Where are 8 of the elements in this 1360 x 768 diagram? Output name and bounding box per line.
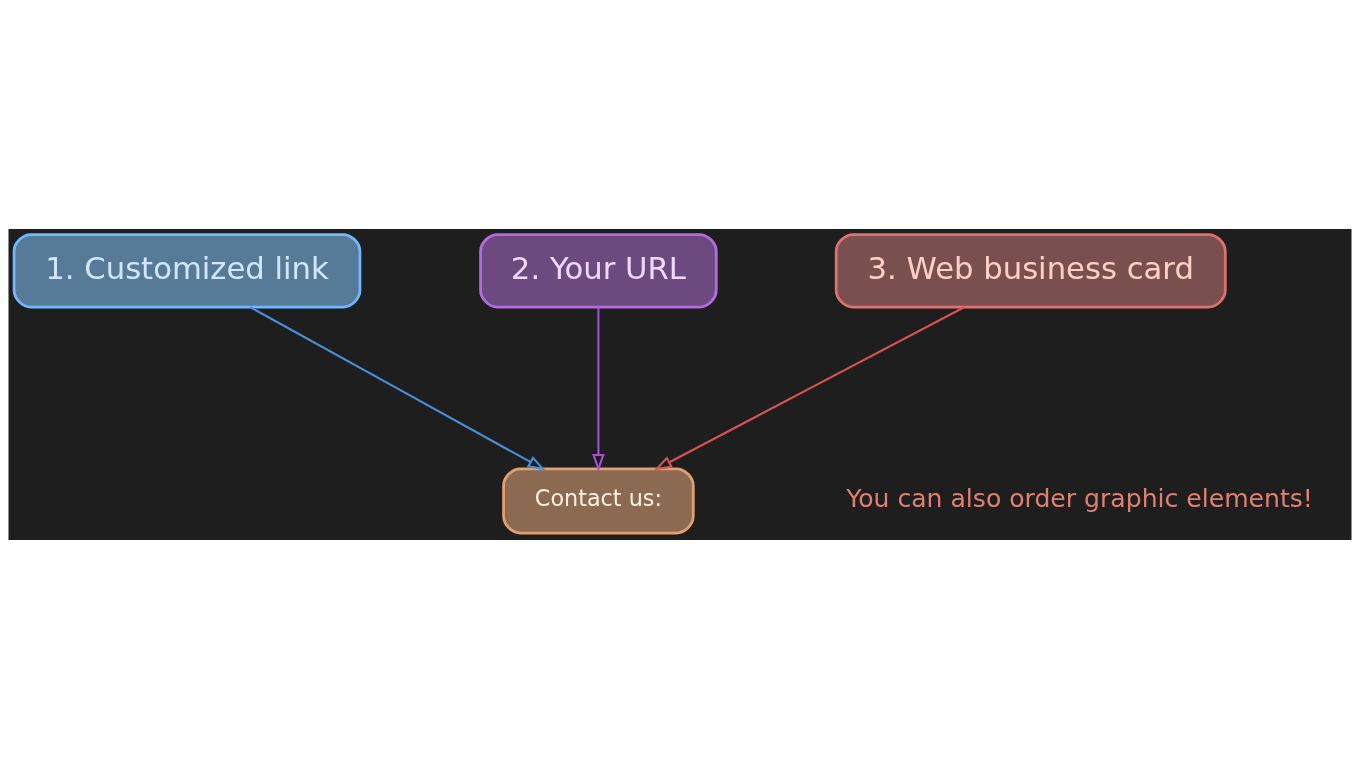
node-box: 1. Customized link	[12, 232, 362, 308]
label: You can also order graphic elements!	[846, 483, 1313, 513]
arrow	[653, 305, 965, 470]
node-box: Contact us:	[502, 466, 695, 534]
arrow	[592, 306, 605, 472]
node-box: 2. Your URL	[479, 232, 718, 308]
node-box: 3. Web business card	[834, 232, 1227, 308]
arrow	[249, 305, 546, 470]
